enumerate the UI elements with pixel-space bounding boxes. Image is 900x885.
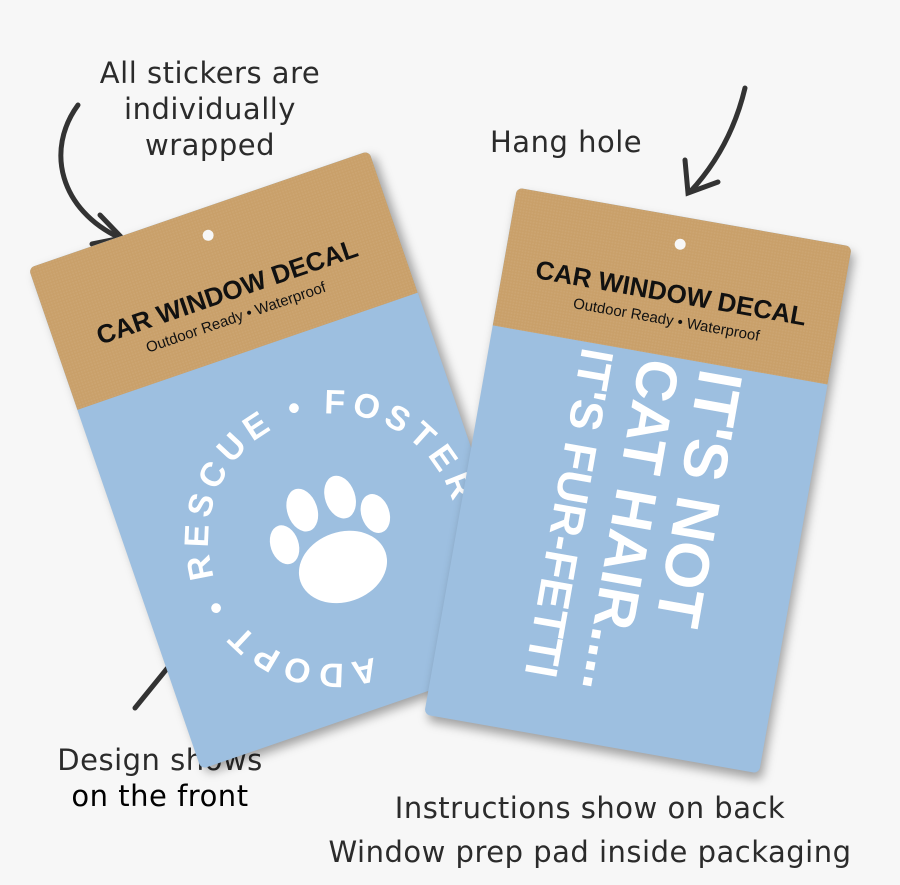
arrow-curve-icon xyxy=(687,85,748,195)
note-instructions: Instructions show on back Window prep pa… xyxy=(300,786,880,874)
note-line: individually xyxy=(124,92,296,126)
note-line: Instructions show on back xyxy=(394,791,786,825)
arrow-head-icon xyxy=(682,157,721,197)
hang-hole xyxy=(201,228,216,243)
note-line: wrapped xyxy=(145,128,275,162)
note-wrapped: All stickers are individually wrapped xyxy=(70,55,350,163)
note-line: on the front xyxy=(71,779,249,813)
hang-hole xyxy=(673,237,687,251)
note-line: All stickers are xyxy=(99,56,321,90)
fur-fetti-design: IT'S NOT CAT HAIR.... IT'S FUR-FETTI xyxy=(502,344,755,751)
note-hang-hole: Hang hole xyxy=(490,125,643,159)
note-line: Window prep pad inside packaging xyxy=(328,835,852,869)
paw-icon xyxy=(269,475,391,604)
kraft-header: CAR WINDOW DECAL Outdoor Ready • Waterpr… xyxy=(492,187,852,385)
decal-card-back: CAR WINDOW DECAL Outdoor Ready • Waterpr… xyxy=(424,187,852,774)
